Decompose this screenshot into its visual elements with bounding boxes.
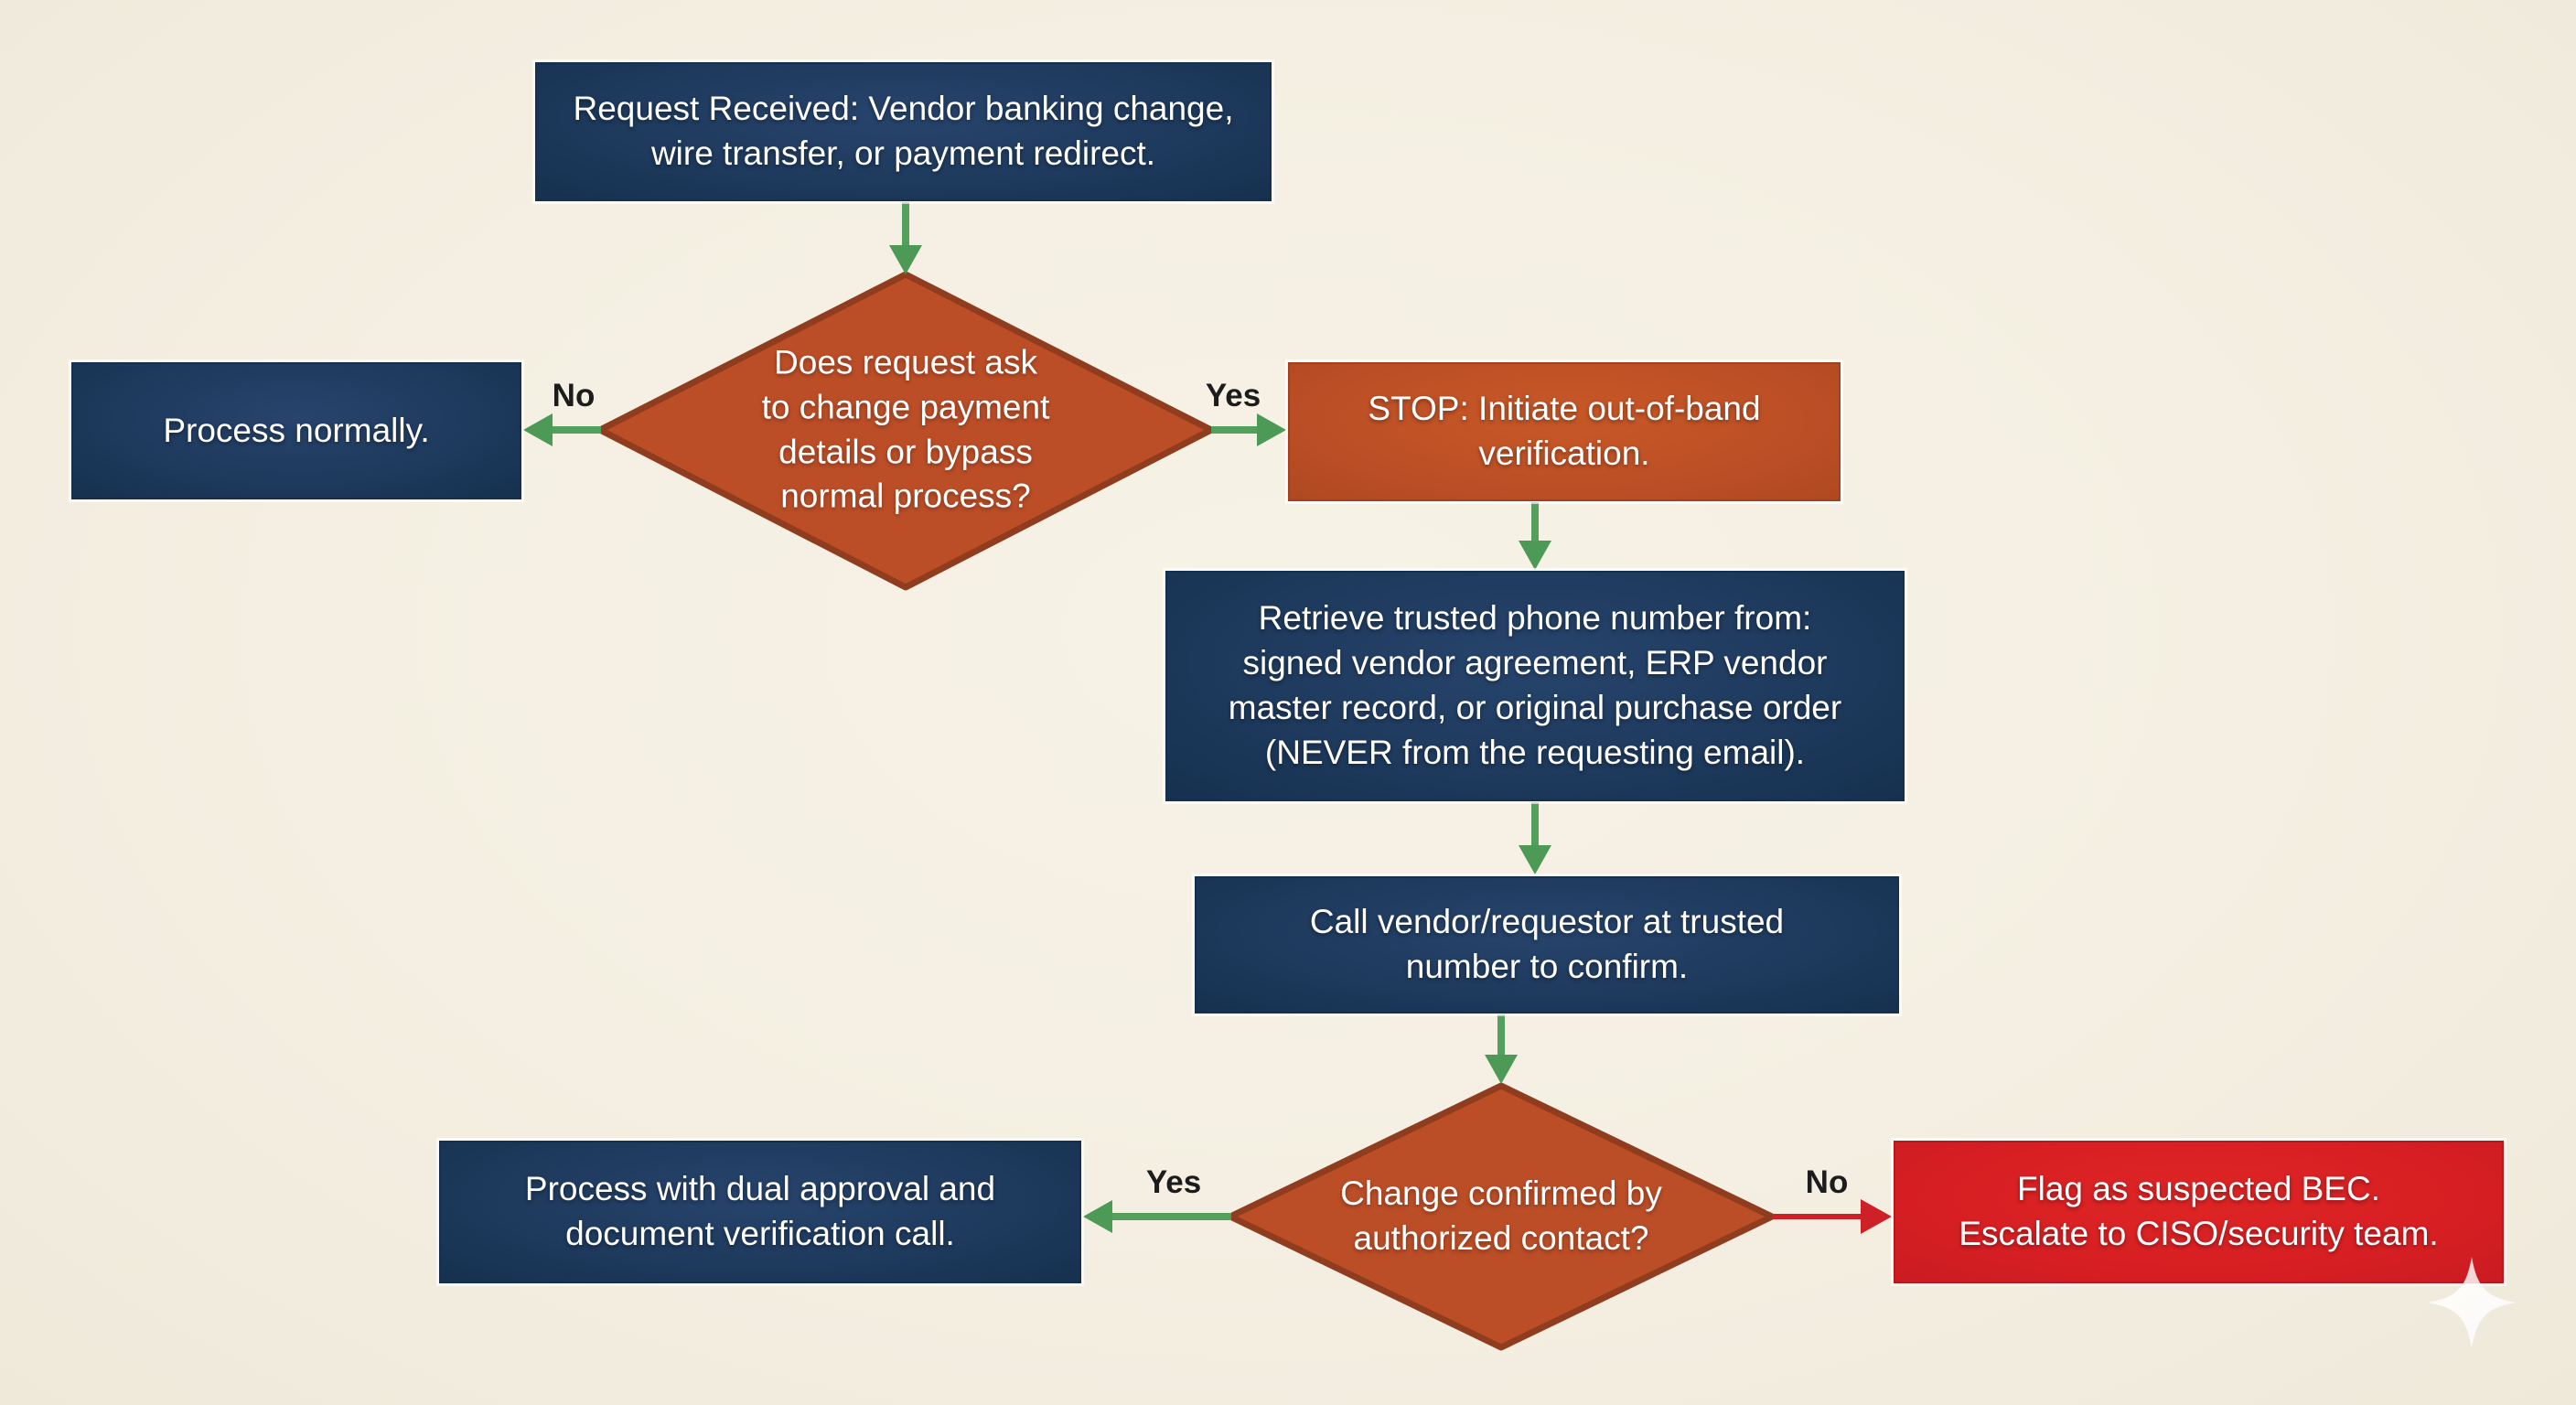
- arrowhead-start-to-decision: [889, 245, 922, 274]
- green-arrows: [523, 202, 1551, 1233]
- edge-label-no-top: No: [552, 378, 596, 413]
- arrowhead-stop-to-retrieve: [1519, 541, 1551, 570]
- decision-confirmed-text: Change confirmed by authorized contact?: [1340, 1174, 1662, 1257]
- retrieve-number-node: Retrieve trusted phone number from: sign…: [1163, 568, 1907, 804]
- call-vendor-node: Call vendor/requestor at trusted number …: [1192, 874, 1902, 1016]
- flag-bec-node: Flag as suspected BEC. Escalate to CISO/…: [1891, 1138, 2506, 1286]
- edge-label-no-bottom: No: [1805, 1164, 1849, 1200]
- edge-label-yes-bottom: Yes: [1145, 1164, 1202, 1200]
- arrowhead-decision-to-stop: [1257, 413, 1286, 446]
- stop-verification-node: STOP: Initiate out-of-band verification.: [1285, 359, 1843, 504]
- arrowhead-call-to-decision-confirmed: [1485, 1055, 1518, 1084]
- arrowhead-retrieve-to-call: [1519, 845, 1551, 874]
- decision-request-diamond-shape: [596, 271, 1215, 591]
- start-node: Request Received: Vendor banking change,…: [532, 59, 1274, 204]
- sparkle-icon: [2428, 1257, 2516, 1348]
- red-arrow: [1772, 1199, 1892, 1234]
- edge-label-yes-top: Yes: [1205, 378, 1261, 413]
- process-normally-node: Process normally.: [69, 359, 524, 502]
- dual-approval-node: Process with dual approval and document …: [436, 1138, 1084, 1286]
- arrowhead-decision-confirmed-to-flag: [1861, 1199, 1892, 1234]
- decision-confirmed-diamond-shape: [1227, 1082, 1776, 1351]
- decision-request-text: Does request ask to change payment detai…: [761, 343, 1050, 515]
- arrowhead-decision-confirmed-to-dual-approval: [1083, 1200, 1112, 1233]
- arrowhead-decision-to-process-normally: [523, 413, 553, 446]
